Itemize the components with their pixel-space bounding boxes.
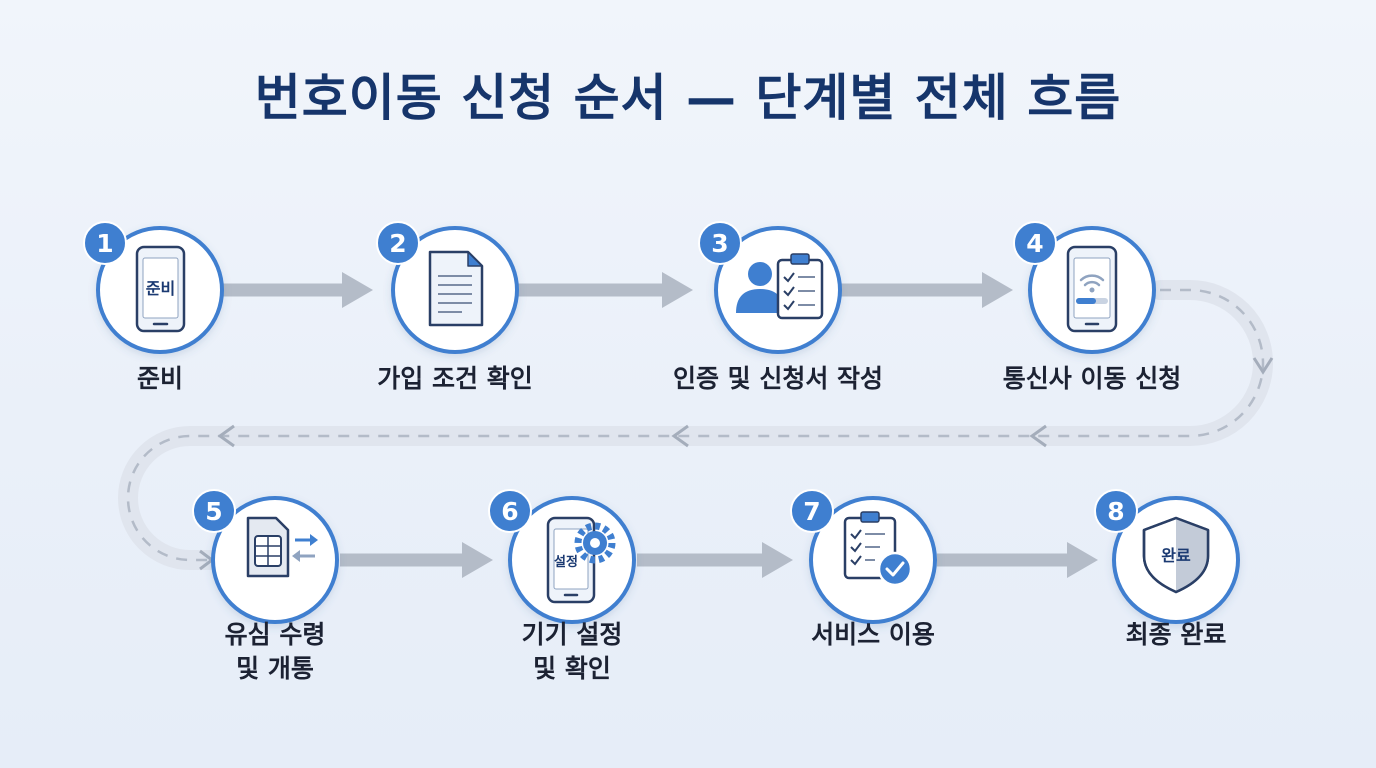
step-4: 4 bbox=[1013, 221, 1156, 354]
phone-gear-icon: 설정 bbox=[546, 516, 616, 604]
step-2-badge bbox=[376, 221, 420, 265]
step-nodes: 준비 1 2 bbox=[83, 221, 1240, 624]
step-3: 3 bbox=[698, 221, 842, 354]
step-6-icon-text: 설정 bbox=[554, 554, 578, 570]
step-8: 완료 8 bbox=[1094, 489, 1240, 624]
step-6: 설정 6 bbox=[488, 489, 636, 624]
step-4-badge bbox=[1013, 221, 1057, 265]
document-icon bbox=[428, 250, 484, 327]
step-3-number: 3 bbox=[711, 229, 728, 258]
step-7-label-line-1: 서비스 이용 bbox=[811, 620, 935, 649]
step-7-number: 7 bbox=[803, 497, 820, 526]
connector-arrows bbox=[222, 272, 1098, 578]
phone-icon: 준비 bbox=[135, 245, 186, 333]
step-5-label: 유심 수령 및 개통 bbox=[155, 618, 395, 686]
arrow-5-6 bbox=[340, 542, 493, 578]
step-6-badge bbox=[488, 489, 532, 533]
step-2-number: 2 bbox=[389, 229, 406, 258]
step-7-badge bbox=[790, 489, 834, 533]
step-6-label: 기기 설정 및 확인 bbox=[452, 618, 692, 686]
arrow-3-4 bbox=[841, 272, 1013, 308]
return-chevron-2 bbox=[1029, 424, 1047, 448]
step-2-label: 가입 조건 확인 bbox=[335, 362, 575, 396]
step-3-badge bbox=[698, 221, 742, 265]
step-2-label-line-1: 가입 조건 확인 bbox=[377, 364, 533, 393]
arrow-1-2 bbox=[222, 272, 373, 308]
step-3-label-line-1: 인증 및 신청서 작성 bbox=[672, 364, 884, 393]
step-5-badge bbox=[192, 489, 236, 533]
sim-card-icon bbox=[246, 516, 318, 578]
step-6-label-line-2: 및 확인 bbox=[533, 654, 611, 683]
step-8-icon-text: 완료 bbox=[1161, 546, 1191, 565]
clipboard-check-icon bbox=[843, 511, 913, 587]
step-7: 7 bbox=[790, 489, 937, 624]
step-4-number: 4 bbox=[1026, 229, 1043, 258]
phone-wifi-icon bbox=[1066, 245, 1118, 333]
return-path bbox=[118, 280, 1274, 571]
step-7-label: 서비스 이용 bbox=[753, 618, 993, 652]
step-3-label: 인증 및 신청서 작성 bbox=[658, 362, 898, 396]
step-1-label: 준비 bbox=[40, 362, 280, 396]
gear-icon bbox=[574, 522, 616, 564]
step-5: 5 bbox=[192, 489, 339, 624]
step-1: 준비 1 bbox=[83, 221, 224, 354]
step-1-icon-text: 준비 bbox=[146, 279, 175, 298]
step-8-number: 8 bbox=[1107, 497, 1124, 526]
step-6-number: 6 bbox=[501, 497, 518, 526]
step-6-label-line-1: 기기 설정 bbox=[521, 620, 623, 649]
arrow-2-3 bbox=[517, 272, 693, 308]
step-4-label: 통신사 이동 신청 bbox=[972, 362, 1212, 396]
arrow-7-8 bbox=[937, 542, 1098, 578]
return-chevron-3 bbox=[671, 424, 689, 448]
step-1-badge bbox=[83, 221, 127, 265]
shield-icon: 완료 bbox=[1142, 516, 1210, 594]
step-8-label: 최종 완료 bbox=[1056, 618, 1296, 652]
step-8-badge bbox=[1094, 489, 1138, 533]
return-chevron-4 bbox=[217, 424, 235, 448]
step-4-label-line-1: 통신사 이동 신청 bbox=[1002, 364, 1182, 393]
return-chevron-1 bbox=[1252, 357, 1274, 375]
step-1-label-line-1: 준비 bbox=[136, 364, 183, 393]
step-2: 2 bbox=[376, 221, 519, 354]
arrow-6-7 bbox=[637, 542, 793, 578]
step-5-label-line-2: 및 개통 bbox=[236, 654, 314, 683]
step-5-number: 5 bbox=[205, 497, 222, 526]
check-badge-icon bbox=[877, 551, 913, 587]
step-1-number: 1 bbox=[96, 229, 113, 258]
person-clipboard-icon bbox=[736, 253, 824, 320]
step-5-label-line-1: 유심 수령 bbox=[224, 620, 326, 649]
step-8-label-line-1: 최종 완료 bbox=[1125, 620, 1227, 649]
page-title: 번호이동 신청 순서 — 단계별 전체 흐름 bbox=[254, 69, 1122, 127]
